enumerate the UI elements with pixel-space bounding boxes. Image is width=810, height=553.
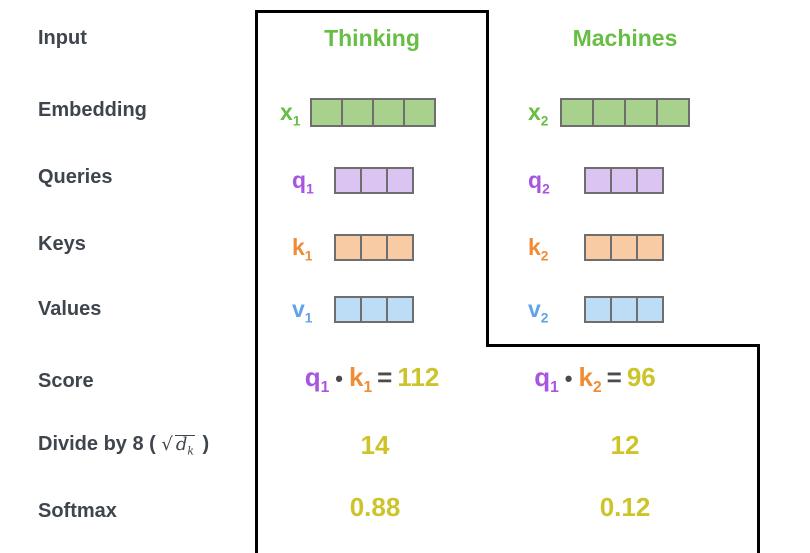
vector-cell (624, 98, 658, 127)
vector-cell (592, 98, 626, 127)
vector-label-v2: v2 (528, 296, 549, 326)
vector-label-x2: x2 (528, 99, 549, 129)
sqrt-symbol: √ (161, 434, 173, 455)
row-label-values: Values (38, 298, 102, 320)
vector-cell (386, 296, 414, 323)
divide-label-prefix: Divide by 8 ( (38, 433, 162, 455)
score-expression-2: q1•k2=96 (480, 362, 710, 397)
vector-cell (360, 167, 388, 194)
row-label-input: Input (38, 27, 87, 49)
vector-cell (360, 296, 388, 323)
value-vector-v1 (334, 296, 414, 323)
score1-q-term: q1 (304, 362, 330, 397)
vector-cell (334, 296, 362, 323)
row-label-softmax: Softmax (38, 500, 117, 522)
vector-cell (360, 234, 388, 261)
row-label-queries: Queries (38, 166, 113, 188)
vector-cell (584, 296, 612, 323)
score1-k-term: k1 (348, 362, 373, 397)
value-vector-v2 (584, 296, 664, 323)
vector-label-v1: v1 (292, 296, 313, 326)
row-label-keys: Keys (38, 233, 86, 255)
vector-label-q2: q2 (528, 167, 550, 197)
vector-label-q1: q1 (292, 167, 314, 197)
sqrt-sub-k: k (187, 444, 194, 458)
vector-cell (372, 98, 405, 127)
vector-cell (386, 234, 414, 261)
vector-cell (610, 234, 638, 261)
dot-product-symbol: • (335, 366, 343, 391)
query-vector-q2 (584, 167, 664, 194)
embedding-vector-x2 (560, 98, 690, 127)
row-label-score: Score (38, 370, 94, 392)
softmax-result-1: 0.88 (349, 492, 401, 522)
dot-product-symbol: • (564, 366, 573, 391)
vector-cell (636, 234, 664, 261)
vector-cell (610, 296, 638, 323)
vector-cell (386, 167, 414, 194)
vector-cell (341, 98, 374, 127)
divide-result-1: 14 (360, 430, 390, 460)
vector-label-x1: x1 (280, 99, 301, 129)
vector-cell (560, 98, 594, 127)
vector-cell (310, 98, 343, 127)
score-expression-1: q1•k1=112 (256, 362, 488, 397)
vector-label-k2: k2 (528, 234, 549, 264)
vector-cell (584, 234, 612, 261)
score1-value: 112 (397, 362, 440, 392)
equals-sign: = (606, 362, 622, 392)
row-label-embedding: Embedding (38, 99, 147, 121)
vector-cell (334, 234, 362, 261)
softmax-result-2: 0.12 (599, 492, 651, 522)
score2-k-term: k2 (578, 362, 602, 397)
vector-cell (334, 167, 362, 194)
embedding-vector-x1 (310, 98, 436, 127)
score2-q-term: q1 (534, 362, 559, 397)
vector-cell (403, 98, 436, 127)
vector-label-k1: k1 (292, 234, 313, 264)
vector-cell (656, 98, 690, 127)
vector-cell (584, 167, 612, 194)
divide-label-suffix: ) (196, 433, 210, 455)
column-header-machines: Machines (572, 25, 678, 51)
sqrt-dk-formula: √dk (161, 434, 197, 458)
key-vector-k1 (334, 234, 414, 261)
vector-cell (636, 167, 664, 194)
score2-value: 96 (626, 362, 656, 392)
vector-cell (636, 296, 664, 323)
sqrt-base-d: d (175, 434, 188, 455)
equals-sign: = (377, 362, 393, 392)
query-vector-q1 (334, 167, 414, 194)
key-vector-k2 (584, 234, 664, 261)
divide-result-2: 12 (610, 430, 640, 460)
vector-cell (610, 167, 638, 194)
column-header-thinking: Thinking (324, 25, 420, 51)
row-label-divide: Divide by 8 ( √dk ) (38, 432, 209, 457)
